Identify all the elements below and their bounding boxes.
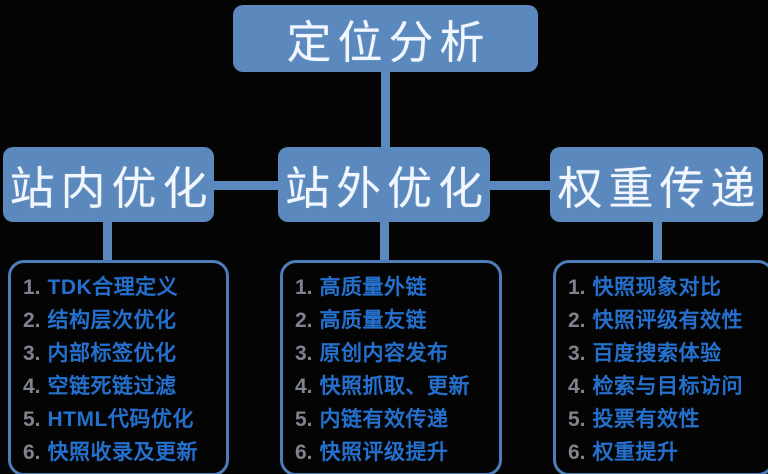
list-item-number: 1. (568, 276, 586, 299)
list-item-number: 1. (23, 276, 41, 299)
list-item: 4. 检索与目标访问 (568, 370, 767, 403)
list-item-text: 快照抓取、更新 (319, 375, 471, 398)
connector-root-to-center (381, 70, 390, 148)
list-item: 2. 结构层次优化 (23, 304, 222, 337)
list-item-number: 3. (295, 342, 313, 365)
list-item-text: 原创内容发布 (319, 342, 449, 365)
list-item: 5. 投票有效性 (568, 403, 767, 436)
connector-left-header-to-list (103, 220, 112, 262)
list-item-text: 高质量外链 (319, 276, 428, 299)
list-item-number: 3. (23, 342, 41, 365)
list-item: 5. HTML代码优化 (23, 403, 222, 436)
root-node-positioning-analysis: 定位分析 (233, 5, 538, 72)
list-item-number: 4. (23, 375, 41, 398)
item-list: 1. 高质量外链 2. 高质量友链 3. 原创内容发布 4. 快照抓取、更新 5. 内链有效传递 6… (295, 271, 495, 469)
branch-node-offsite-optimization: 站外优化 (278, 147, 490, 222)
list-item: 1. TDK合理定义 (23, 271, 222, 304)
list-item-number: 5. (23, 408, 41, 431)
list-box-weight-transfer: 1. 快照现象对比 2. 快照评级有效性 3. 百度搜索体验 4. 检索与目标访问 5. 投票有效… (553, 260, 768, 474)
branch-node-weight-transfer: 权重传递 (550, 147, 763, 222)
list-item: 3. 原创内容发布 (295, 337, 495, 370)
connector-left-to-center (212, 181, 280, 190)
list-item-text: 高质量友链 (319, 309, 428, 332)
list-box-offsite-optimization: 1. 高质量外链 2. 高质量友链 3. 原创内容发布 4. 快照抓取、更新 5. 内链有效传递 6… (280, 260, 502, 474)
list-item: 6. 快照收录及更新 (23, 436, 222, 469)
list-item-number: 6. (295, 441, 313, 464)
list-item-text: 快照评级提升 (319, 441, 449, 464)
list-item-number: 2. (23, 309, 41, 332)
connector-right-header-to-list (653, 220, 662, 262)
list-item-number: 2. (568, 309, 586, 332)
list-item-text: HTML代码优化 (47, 408, 194, 431)
list-item: 1. 快照现象对比 (568, 271, 767, 304)
list-item: 4. 快照抓取、更新 (295, 370, 495, 403)
item-list: 1. TDK合理定义 2. 结构层次优化 3. 内部标签优化 4. 空链死链过滤 5. HTML代… (23, 271, 222, 469)
list-item: 3. 内部标签优化 (23, 337, 222, 370)
connector-center-header-to-list (380, 220, 389, 262)
list-item-number: 1. (295, 276, 313, 299)
list-item-text: TDK合理定义 (47, 276, 179, 299)
list-item-number: 5. (295, 408, 313, 431)
list-item-text: 空链死链过滤 (47, 375, 177, 398)
list-item-number: 4. (295, 375, 313, 398)
list-item-text: 百度搜索体验 (592, 342, 722, 365)
list-item-number: 6. (23, 441, 41, 464)
list-item-text: 检索与目标访问 (592, 375, 744, 398)
list-item: 1. 高质量外链 (295, 271, 495, 304)
list-item-text: 快照现象对比 (592, 276, 722, 299)
list-item-text: 快照收录及更新 (47, 441, 199, 464)
list-item-text: 结构层次优化 (47, 309, 177, 332)
list-item-number: 6. (568, 441, 586, 464)
list-item: 5. 内链有效传递 (295, 403, 495, 436)
branch-node-label: 权重传递 (557, 163, 762, 214)
branch-node-onsite-optimization: 站内优化 (3, 147, 214, 222)
connector-center-to-right (488, 181, 552, 190)
list-item: 6. 快照评级提升 (295, 436, 495, 469)
list-item-text: 快照评级有效性 (592, 309, 744, 332)
list-item-number: 3. (568, 342, 586, 365)
list-item: 6. 权重提升 (568, 436, 767, 469)
list-item-number: 5. (568, 408, 586, 431)
branch-node-label: 站外优化 (284, 163, 489, 214)
list-item-number: 4. (568, 375, 586, 398)
root-node-label: 定位分析 (286, 17, 491, 68)
list-item-text: 内部标签优化 (47, 342, 177, 365)
list-item: 3. 百度搜索体验 (568, 337, 767, 370)
list-item: 2. 快照评级有效性 (568, 304, 767, 337)
branch-node-label: 站内优化 (9, 163, 214, 214)
list-item-text: 投票有效性 (592, 408, 701, 431)
list-box-onsite-optimization: 1. TDK合理定义 2. 结构层次优化 3. 内部标签优化 4. 空链死链过滤 5. HTML代… (8, 260, 229, 474)
list-item-text: 内链有效传递 (319, 408, 449, 431)
list-item-number: 2. (295, 309, 313, 332)
list-item: 2. 高质量友链 (295, 304, 495, 337)
list-item: 4. 空链死链过滤 (23, 370, 222, 403)
list-item-text: 权重提升 (592, 441, 679, 464)
item-list: 1. 快照现象对比 2. 快照评级有效性 3. 百度搜索体验 4. 检索与目标访问 5. 投票有效… (568, 271, 767, 469)
